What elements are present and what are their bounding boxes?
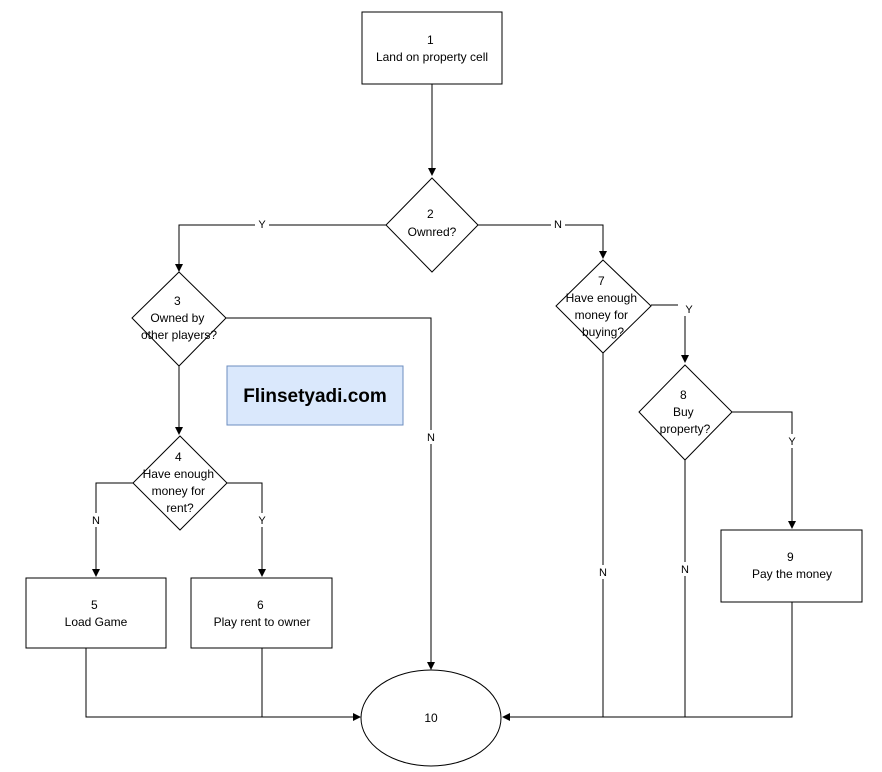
node-3-number: 3 bbox=[174, 294, 181, 308]
edge-4-5 bbox=[92, 482, 133, 577]
node-9-label: Pay the money bbox=[752, 567, 832, 581]
edge-3-10 bbox=[226, 317, 435, 670]
watermark-box: Flinsetyadi.com bbox=[226, 365, 404, 426]
label-7-10: N bbox=[599, 567, 607, 579]
node-2-number: 2 bbox=[427, 207, 434, 221]
svg-text:10: 10 bbox=[424, 711, 438, 725]
svg-text:6 Play rent to owner: 6 Play rent to owner bbox=[214, 598, 311, 629]
node-2-label: Ownred? bbox=[408, 225, 457, 239]
node-5-label: Load Game bbox=[65, 615, 128, 629]
node-8-line-2: property? bbox=[660, 422, 711, 436]
label-8-10: N bbox=[681, 564, 689, 576]
label-7-8: Y bbox=[685, 304, 693, 316]
node-7-line-2: money for bbox=[575, 308, 628, 322]
svg-text:1 Land on property cell: 1 Land on property cell bbox=[376, 33, 488, 64]
node-4-line-3: rent? bbox=[166, 501, 194, 515]
edge-4-6 bbox=[227, 482, 266, 577]
edge-labels: Y N N N Y Y N Y N bbox=[89, 217, 799, 579]
node-6-number: 6 bbox=[257, 598, 264, 612]
node-9-number: 9 bbox=[787, 550, 794, 564]
svg-text:9 Pay the money: 9 Pay the money bbox=[752, 550, 832, 581]
edge-2-7 bbox=[478, 224, 607, 259]
label-2-3: Y bbox=[258, 219, 266, 231]
node-5-number: 5 bbox=[91, 598, 98, 612]
node-2-decision: 2 Ownred? bbox=[385, 177, 479, 273]
node-4-number: 4 bbox=[175, 450, 182, 464]
edge-2-3 bbox=[175, 224, 386, 272]
label-3-10: N bbox=[427, 432, 435, 444]
node-1-number: 1 bbox=[427, 33, 434, 47]
node-3-line-1: Owned by bbox=[150, 311, 204, 325]
node-8-number: 8 bbox=[680, 388, 687, 402]
node-7-line-3: buying? bbox=[582, 325, 624, 339]
label-4-6: Y bbox=[258, 515, 266, 527]
node-4-line-2: money for bbox=[152, 484, 205, 498]
node-8-decision: 8 Buy property? bbox=[638, 364, 733, 461]
edges bbox=[85, 84, 796, 721]
node-5-process: 5 Load Game bbox=[25, 577, 167, 649]
svg-text:7 Have enough mone: 7 Have enough money for buying? bbox=[566, 274, 641, 339]
watermark-text: Flinsetyadi.com bbox=[243, 386, 387, 407]
node-1-label: Land on property cell bbox=[376, 50, 488, 64]
node-4-decision: 4 Have enough money for rent? bbox=[132, 435, 228, 531]
svg-text:5 Load Game: 5 Load Game bbox=[65, 598, 128, 629]
node-7-decision: 7 Have enough money for buying? bbox=[555, 259, 652, 354]
node-4-line-1: Have enough bbox=[143, 467, 214, 481]
svg-text:3 Owned by other p: 3 Owned by other players? bbox=[141, 294, 217, 342]
edge-5-10 bbox=[85, 648, 361, 721]
node-6-process: 6 Play rent to owner bbox=[190, 577, 333, 649]
node-6-label: Play rent to owner bbox=[214, 615, 311, 629]
node-8-line-1: Buy bbox=[673, 405, 694, 419]
node-9-process: 9 Pay the money bbox=[720, 529, 863, 603]
edge-8-9 bbox=[732, 411, 796, 529]
svg-text:8 Buy property?: 8 Buy property? bbox=[660, 388, 711, 436]
node-1-process: 1 Land on property cell bbox=[361, 11, 503, 85]
node-3-line-2: other players? bbox=[141, 328, 217, 342]
label-8-9: Y bbox=[788, 436, 796, 448]
node-7-number: 7 bbox=[598, 274, 605, 288]
svg-text:2 Ownred?: 2 Ownred? bbox=[408, 207, 457, 239]
edge-9-10 bbox=[502, 602, 793, 721]
node-10-number: 10 bbox=[424, 711, 438, 725]
label-2-7: N bbox=[554, 219, 562, 231]
svg-text:4 Have enough mone: 4 Have enough money for rent? bbox=[143, 450, 218, 515]
label-4-5: N bbox=[92, 515, 100, 527]
node-3-decision: 3 Owned by other players? bbox=[131, 271, 227, 367]
node-7-line-1: Have enough bbox=[566, 291, 637, 305]
node-10-terminal: 10 bbox=[360, 669, 502, 767]
